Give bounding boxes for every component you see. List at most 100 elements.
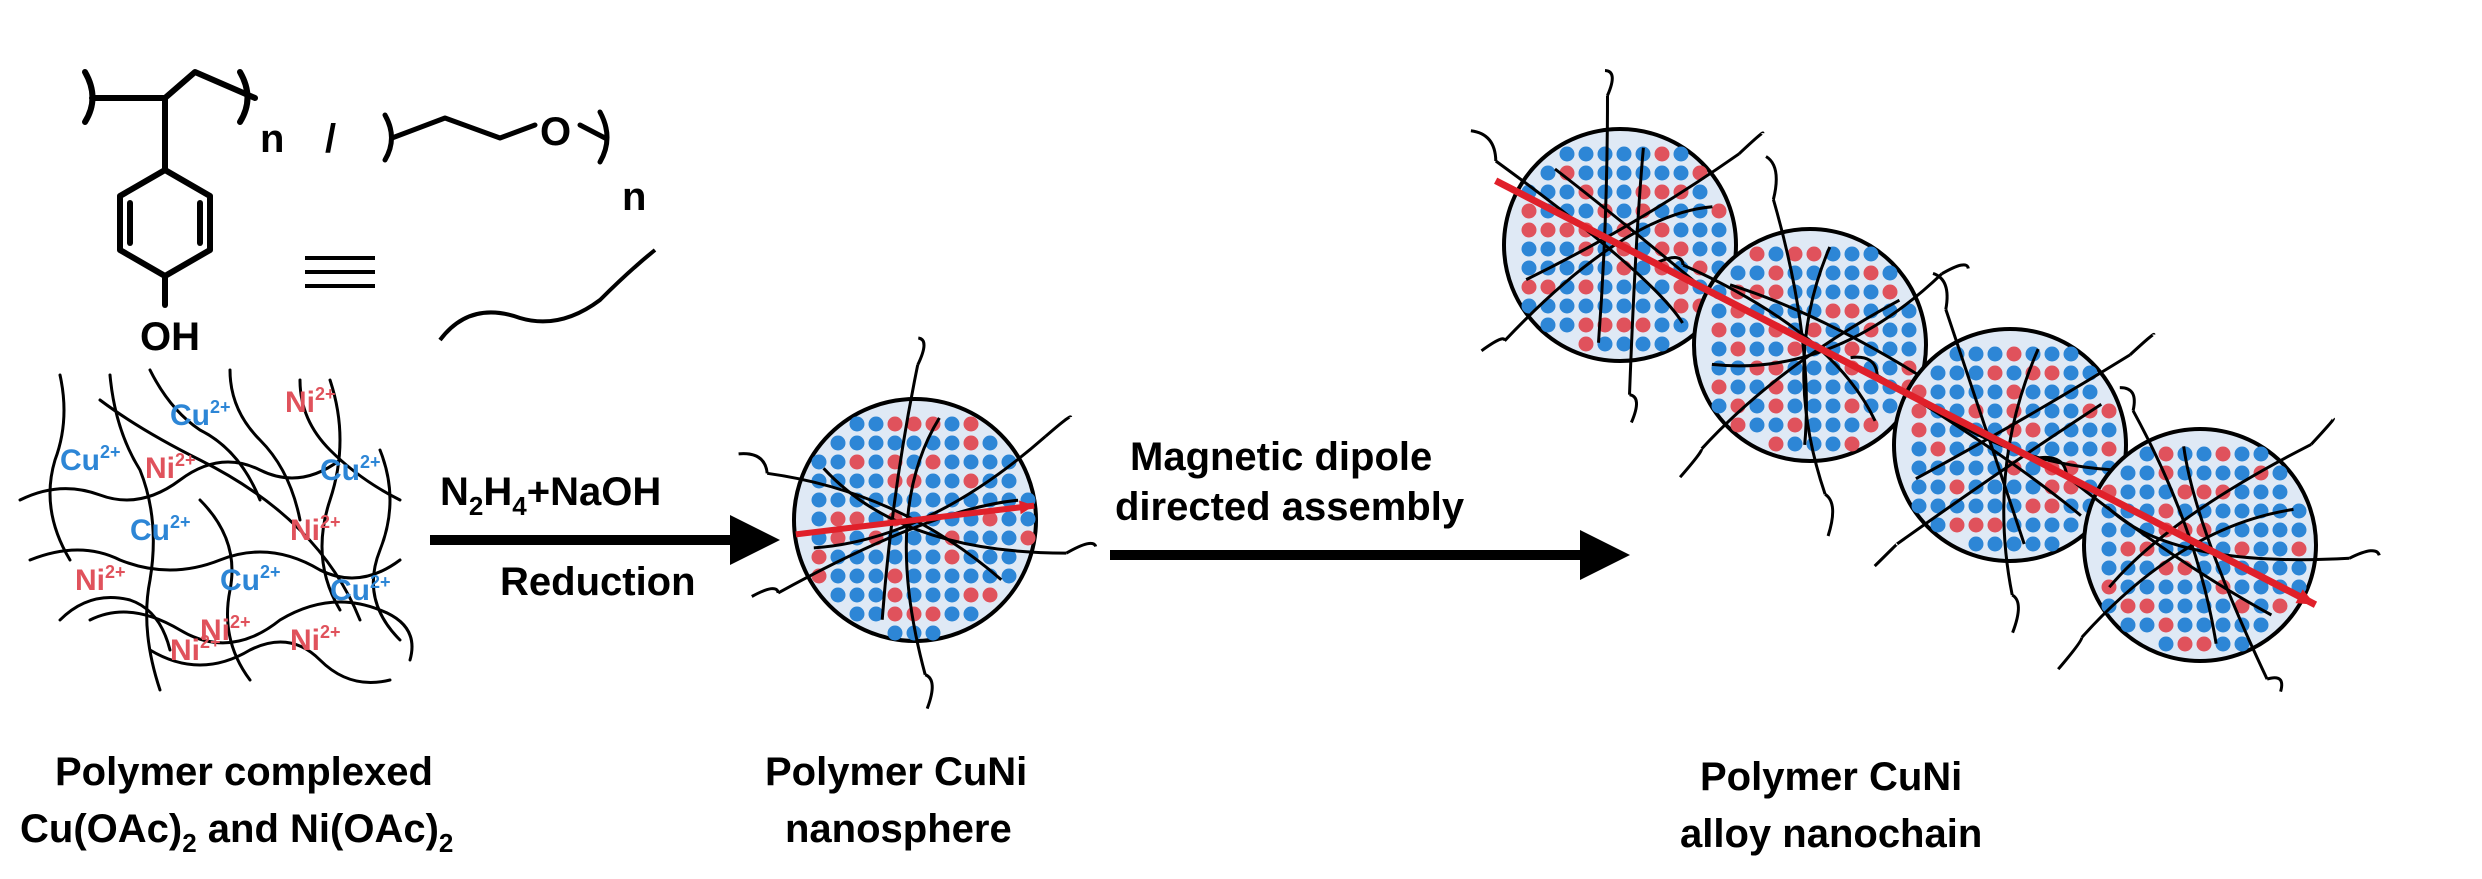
atom-dot	[1768, 436, 1784, 452]
atom-dot	[944, 473, 960, 489]
atom-dot	[1654, 317, 1670, 333]
atom-dot	[1825, 436, 1841, 452]
atom-dot	[2006, 384, 2022, 400]
atom-dot	[1911, 498, 1927, 514]
atom-dot	[830, 511, 846, 527]
atom-dot	[1559, 317, 1575, 333]
ion-label-ni: Ni2+	[145, 450, 196, 485]
atom-dot	[1806, 246, 1822, 262]
atom-dot	[2139, 446, 2155, 462]
atom-dot	[1673, 298, 1689, 314]
complex-caption: Polymer complexed Cu(OAc)2 and Ni(OAc)2	[20, 750, 453, 858]
atom-dot	[2101, 422, 2117, 438]
polymer-tail	[1657, 256, 1685, 266]
atom-dot	[887, 549, 903, 565]
atom-dot	[1616, 317, 1632, 333]
polymer-strand	[1915, 353, 2131, 481]
atom-dot	[1911, 479, 1927, 495]
complex-caption-line1: Polymer complexed	[55, 750, 433, 794]
atom-dot	[944, 435, 960, 451]
atom-dot	[2101, 522, 2117, 538]
atom-dot	[925, 473, 941, 489]
nanochain-caption-line2: alloy nanochain	[1680, 812, 1982, 856]
atom-dot	[1768, 246, 1784, 262]
atom-dot	[1949, 479, 1965, 495]
atom-dot	[1597, 336, 1613, 352]
caption-cu-acetate: Cu(OAc)	[20, 807, 182, 851]
atom-dot	[2272, 598, 2288, 614]
polymer-tail	[1044, 415, 1073, 438]
atom-dot	[1635, 336, 1651, 352]
atom-dot	[2063, 517, 2079, 533]
atom-dot	[1768, 417, 1784, 433]
polymer-strand	[1771, 199, 1808, 446]
atom-dot	[1635, 184, 1651, 200]
atom-dot	[2025, 422, 2041, 438]
atom-dot	[2006, 365, 2022, 381]
polymer-tail	[738, 452, 769, 474]
atom-dot	[963, 568, 979, 584]
ion-label-cu: Cu2+	[60, 442, 121, 477]
atom-dot	[963, 587, 979, 603]
atom-dot	[1825, 379, 1841, 395]
polymer-tail	[1873, 542, 1899, 568]
atom-dot	[1930, 517, 1946, 533]
atom-dot	[849, 606, 865, 622]
atom-dot	[1654, 222, 1670, 238]
polymer-strand	[2131, 409, 2218, 644]
atom-dot	[2253, 522, 2269, 538]
polymer-strand	[822, 467, 1067, 555]
atom-dot	[1844, 303, 1860, 319]
assembly-label-line1: Magnetic dipole	[1130, 435, 1432, 479]
atom-dot	[2234, 579, 2250, 595]
polyvinylphenol-structure	[82, 69, 258, 308]
atom-dot	[1616, 184, 1632, 200]
atom-dot	[1787, 398, 1803, 414]
atom-dot	[1616, 165, 1632, 181]
atom-dot	[1911, 403, 1927, 419]
atom-dot	[1001, 454, 1017, 470]
atom-dot	[925, 606, 941, 622]
atom-dot	[1825, 265, 1841, 281]
atom-dot	[1901, 341, 1917, 357]
atom-dot	[944, 549, 960, 565]
polymer-tail	[1932, 271, 1949, 310]
atom-dot	[1578, 336, 1594, 352]
atom-dot	[830, 454, 846, 470]
atom-dot	[1578, 279, 1594, 295]
atom-dot	[1673, 241, 1689, 257]
atom-dot	[1521, 298, 1537, 314]
atom-dot	[1711, 222, 1727, 238]
atom-dot	[1001, 568, 1017, 584]
atom-dot	[906, 416, 922, 432]
atom-dot	[1825, 417, 1841, 433]
polymer-tail	[916, 336, 926, 366]
polymer-strand	[2182, 446, 2269, 680]
ion-label-ni: Ni2+	[285, 384, 336, 419]
atom-dot	[2234, 522, 2250, 538]
particle	[738, 336, 1098, 710]
atom-dot	[963, 416, 979, 432]
atom-dot	[2006, 346, 2022, 362]
atom-dot	[2120, 617, 2136, 633]
atom-dot	[2025, 384, 2041, 400]
atom-dot	[2177, 598, 2193, 614]
atom-dot	[1987, 536, 2003, 552]
atom-dot	[1711, 360, 1727, 376]
atom-dot	[2234, 541, 2250, 557]
polymer-tail	[1850, 355, 1879, 376]
atom-dot	[1768, 398, 1784, 414]
atom-dot	[1863, 379, 1879, 395]
atom-dot	[2158, 598, 2174, 614]
atom-dot	[849, 454, 865, 470]
atom-dot	[1901, 322, 1917, 338]
polymer-tail	[2057, 637, 2084, 671]
atom-dot	[2139, 465, 2155, 481]
nanochain-caption-line1: Polymer CuNi	[1700, 755, 1962, 799]
magnetic-moment-arrowhead	[1019, 500, 1035, 515]
hydroxyl-label: OH	[140, 315, 200, 359]
atom-dot	[982, 511, 998, 527]
atom-dot	[2215, 598, 2231, 614]
ion-label-ni: Ni2+	[170, 632, 221, 667]
atom-dot	[2196, 636, 2212, 652]
